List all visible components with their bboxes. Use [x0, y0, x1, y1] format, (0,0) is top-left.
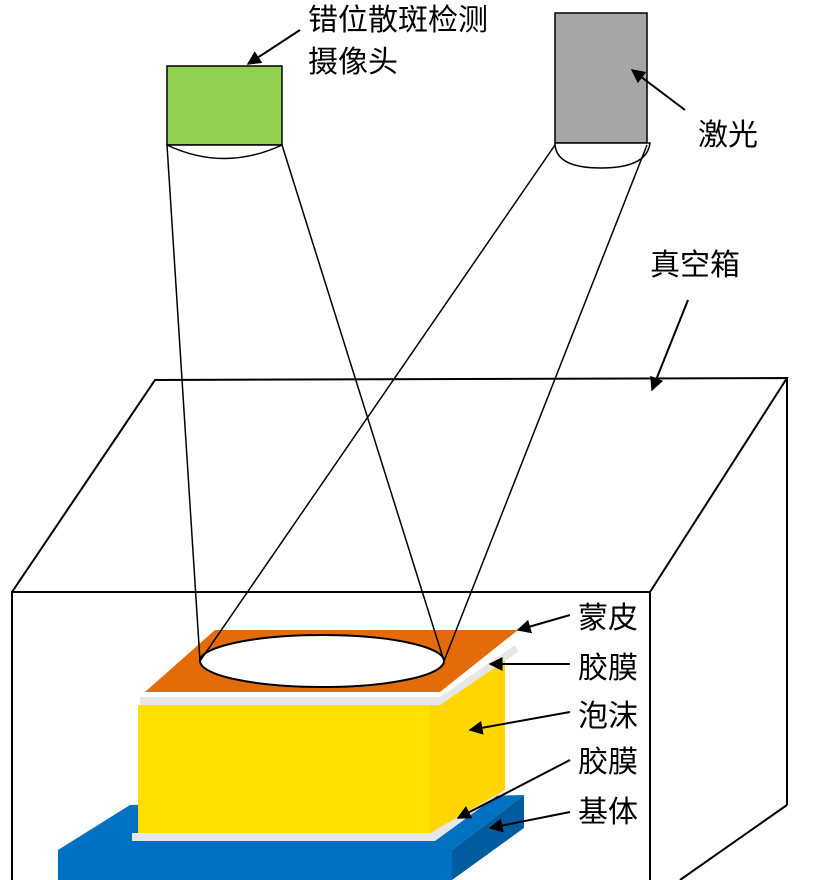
laser-arrow	[630, 69, 686, 111]
film-top-layer	[140, 645, 518, 705]
foam-label: 泡沫	[578, 699, 638, 734]
skin-label: 蒙皮	[578, 601, 638, 636]
base-front	[58, 850, 452, 880]
camera-arrow	[246, 29, 301, 65]
laser-beam-lines	[199, 144, 648, 662]
speckle-camera	[166, 65, 283, 160]
vacuum-box	[11, 376, 789, 880]
camera-body	[166, 65, 283, 146]
camera-label-line2: 摄像头	[308, 45, 398, 80]
base-label: 基体	[578, 795, 638, 830]
foam-front	[138, 705, 430, 833]
laser-lens	[554, 142, 651, 169]
film-bottom-arrow	[456, 759, 571, 819]
speckle-spot	[199, 634, 445, 688]
camera-label-line1: 错位散斑检测	[308, 3, 488, 38]
leader-arrows	[246, 29, 689, 833]
foam-layer	[138, 655, 505, 833]
laser-body	[554, 12, 648, 144]
base-arrow	[488, 811, 571, 833]
vacuum-box-arrow	[650, 299, 689, 392]
film-bottom-layer	[132, 790, 505, 841]
vacuum-box-label: 真空箱	[650, 248, 740, 283]
laser-label: 激光	[698, 118, 758, 153]
base-side	[452, 795, 524, 880]
laser-source	[554, 12, 651, 169]
foam-arrow	[468, 711, 571, 735]
film-top-label: 胶膜	[578, 651, 638, 686]
foam-side	[430, 655, 505, 833]
skin-arrow	[516, 614, 571, 634]
film-bottom-label: 胶膜	[578, 745, 638, 780]
camera-view-lines	[166, 144, 445, 662]
camera-lens	[166, 144, 283, 160]
